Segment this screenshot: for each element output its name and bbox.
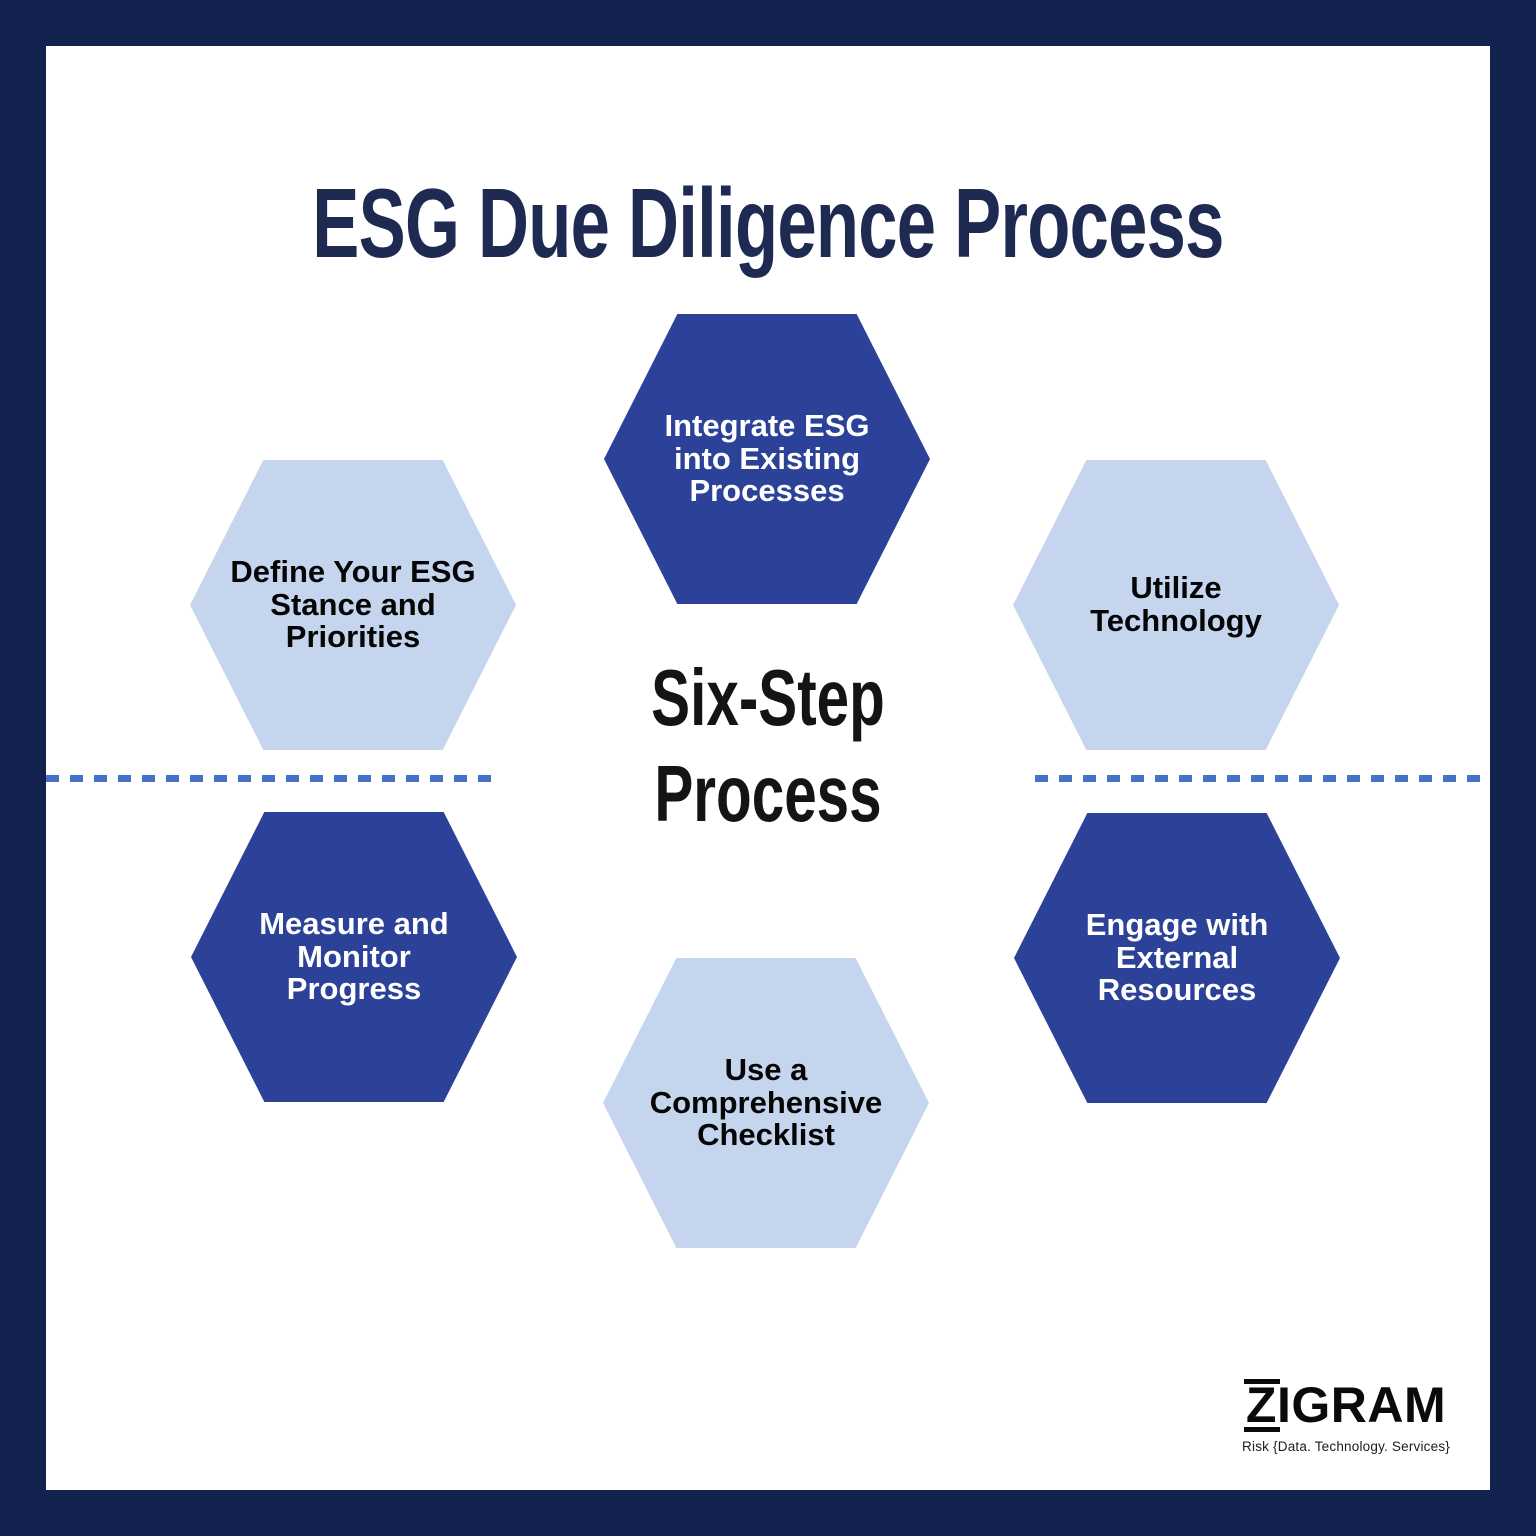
hexagon-utilize-technology-label: Utilize Technology [1090,570,1262,638]
infographic-canvas: ESG Due Diligence Process Define Your ES… [46,46,1490,1490]
hexagon-measure-monitor: Measure and Monitor Progress [191,812,517,1102]
hexagon-define-esg-stance-label: Define Your ESG Stance and Priorities [230,553,476,655]
hexagon-utilize-technology: Utilize Technology [1013,460,1339,750]
zigram-wordmark: ZIGRAM [1243,1377,1447,1433]
dashed-divider-left [46,775,500,782]
page-title: ESG Due Diligence Process [312,168,1224,278]
center-label-line2: Process [654,749,882,838]
hexagon-integrate-esg-label: Integrate ESG into Existing Processes [664,407,870,509]
dashed-divider-right [1035,775,1490,782]
zigram-z-overbar [1243,1379,1280,1384]
hexagon-measure-monitor-label: Measure and Monitor Progress [259,905,449,1007]
hexagon-engage-external-label: Engage with External Resources [1085,906,1269,1008]
zigram-logo: ZIGRAM Risk {Data. Technology. Services} [1242,1378,1450,1454]
hexagon-use-checklist: Use a Comprehensive Checklist [603,958,929,1248]
zigram-wordmark-rest: IGRAM [1276,1377,1447,1433]
hexagon-integrate-esg: Integrate ESG into Existing Processes [604,314,930,604]
zigram-tagline: Risk {Data. Technology. Services} [1242,1439,1450,1454]
hexagon-use-checklist-label: Use a Comprehensive Checklist [649,1051,883,1153]
hexagon-engage-external: Engage with External Resources [1014,813,1340,1103]
zigram-z-glyph: Z [1245,1377,1277,1433]
hexagon-define-esg-stance: Define Your ESG Stance and Priorities [190,460,516,750]
center-label: Six-Step Process [241,650,1295,842]
zigram-z-underbar [1243,1427,1280,1432]
center-label-line1: Six-Step [651,653,885,742]
